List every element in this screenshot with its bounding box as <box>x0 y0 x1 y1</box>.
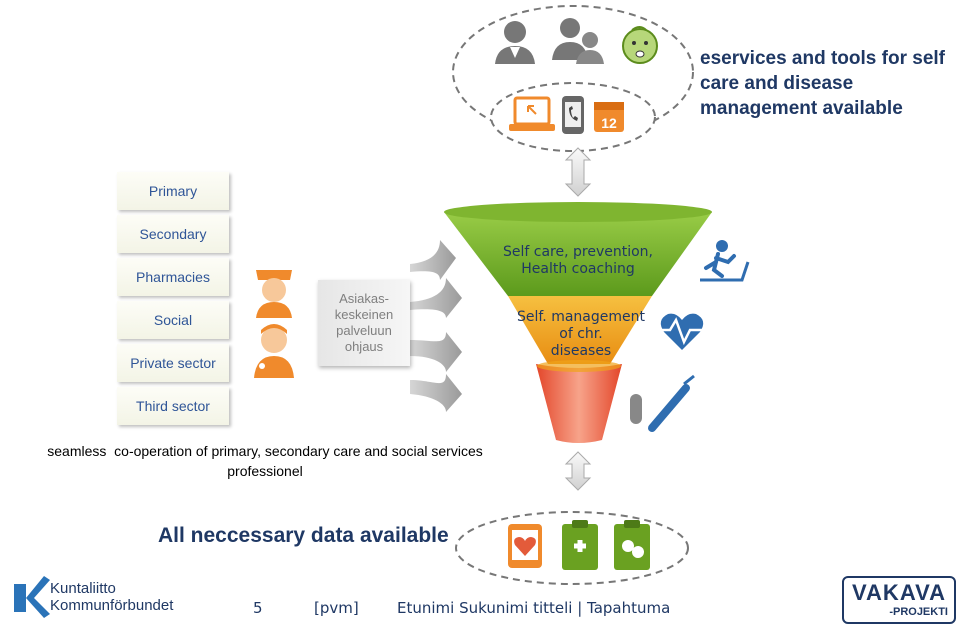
double-arrow-bottom <box>564 451 592 491</box>
sector-third: Third sector <box>117 387 229 425</box>
funnel-top-label: Self care, prevention, Health coaching <box>503 244 653 277</box>
sector-pharmacies: Pharmacies <box>117 258 229 296</box>
logo-line2: Kommunförbundet <box>50 597 174 614</box>
vakava-logo: VAKAVA -PROJEKTI <box>842 576 956 624</box>
kuntaliitto-logo-mark <box>14 576 50 618</box>
smartphone-icon <box>562 96 584 134</box>
calendar-icon: 12 <box>594 102 624 132</box>
doctor-icon <box>495 21 535 64</box>
treadmill-icon <box>700 240 750 282</box>
footer-info: Etunimi Sukunimi titteli | Tapahtuma <box>397 599 671 617</box>
doctor-stethoscope-icon <box>254 324 294 378</box>
seamless-text: seamless co-operation of primary, second… <box>47 443 483 479</box>
funnel-mid-label: Self. management of chr. diseases <box>517 309 645 359</box>
sector-private: Private sector <box>117 344 229 382</box>
vakava-sub: -PROJEKTI <box>889 606 948 618</box>
heartbeat-icon <box>654 313 712 350</box>
laptop-icon <box>509 96 555 131</box>
vakava-main: VAKAVA <box>852 580 946 605</box>
test-tube-syringe-icon <box>630 374 695 432</box>
asiakas-line: ohjaus <box>344 339 384 354</box>
family-icon <box>552 18 604 64</box>
sector-secondary: Secondary <box>117 215 229 253</box>
tablet-heart-icon <box>508 524 542 568</box>
logo-line1: Kuntaliitto <box>50 580 116 597</box>
sector-primary: Primary <box>117 172 229 210</box>
asiakas-line: keskeinen <box>334 307 394 322</box>
baby-icon <box>622 26 658 64</box>
all-data-heading: All neccessary data available <box>158 524 449 547</box>
footer-date: [pvm] <box>314 599 359 617</box>
svg-text:12: 12 <box>601 115 617 131</box>
asiakas-line: Asiakas- <box>339 291 389 306</box>
sector-social: Social <box>117 301 229 339</box>
asiakas-line: palveluun <box>336 323 392 338</box>
asiakas-box: Asiakas- keskeinen palveluun ohjaus <box>318 280 410 366</box>
funnel <box>444 202 712 443</box>
curved-arrows <box>410 240 462 412</box>
footer-page-number: 5 <box>253 599 263 617</box>
clipboard-plus-icon <box>562 520 598 570</box>
clipboard-pills-icon <box>614 520 650 570</box>
double-arrow-top <box>564 147 592 197</box>
page-title: eservices and tools for self care and di… <box>700 48 945 119</box>
nurse-icon <box>256 265 292 318</box>
